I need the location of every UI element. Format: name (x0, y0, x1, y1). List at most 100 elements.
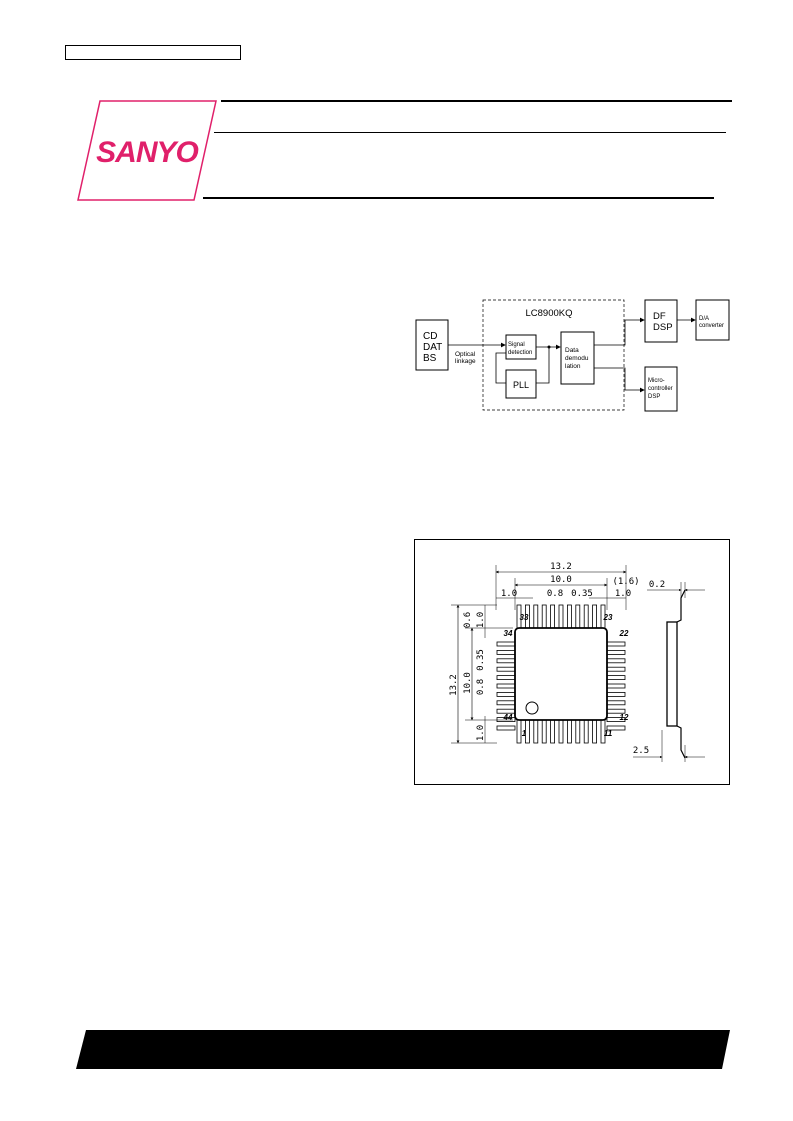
dim-end-left: 1.0 (501, 589, 517, 599)
pin-lead-top (558, 604, 564, 629)
dim-height: 2.5 (633, 746, 649, 756)
dim-body-h: 10.0 (550, 575, 572, 585)
pin-lead-bottom (550, 719, 556, 744)
pin-number-12: 12 (620, 713, 629, 722)
pin-lead-left (496, 717, 516, 723)
pin-lead-left (496, 691, 516, 697)
pin-lead-right (606, 658, 626, 664)
pin-lead-bottom (533, 719, 539, 744)
dim-pitch-h: 0.8 (547, 589, 563, 599)
logo-wordmark: SANYO (96, 136, 198, 169)
pin-lead-left (496, 675, 516, 681)
side-lead-top (676, 589, 686, 623)
pin-lead-right (606, 675, 626, 681)
pin-lead-top (533, 604, 539, 629)
footer-bar (76, 1030, 730, 1069)
dim-stub-v: 0.6 (463, 612, 473, 628)
demod-to-micro-line (594, 367, 645, 393)
pin-lead-right (606, 650, 626, 655)
pin-lead-right (606, 700, 626, 706)
pin-lead-left (496, 641, 516, 647)
sanyo-logo: SANYO (77, 100, 217, 201)
package-pins (496, 604, 626, 744)
micro-label-2: controller (648, 386, 673, 392)
block-diagram: LC8900KQ CD DAT BS Optical linkage Signa… (415, 299, 730, 412)
dim-body-v: 10.0 (463, 672, 473, 694)
package-body (514, 627, 608, 721)
data-demod-label-1: Data (565, 347, 579, 354)
data-demod-label-2: demodu (565, 355, 589, 362)
pin-lead-top (592, 604, 598, 629)
df-dsp-label-2: DSP (653, 322, 673, 333)
pin-number-22: 22 (619, 629, 629, 638)
header-rule-middle (214, 132, 726, 133)
logo-parallelogram (77, 100, 217, 201)
da-converter-label-2: converter (699, 323, 724, 329)
da-converter-box (695, 299, 730, 341)
dim-overall-h: 13.2 (550, 562, 572, 572)
pll-feedback-line (495, 352, 506, 384)
dim-end-top-v: 1.0 (476, 612, 486, 628)
pin-number-23: 23 (603, 613, 613, 622)
side-lead-bottom (676, 725, 686, 759)
package-side-view: 0.2 2.5 (633, 580, 705, 762)
df-dsp-box (644, 299, 678, 343)
pll-box (505, 369, 537, 399)
source-line-cd: CD (423, 331, 437, 342)
source-line-dat: DAT (423, 342, 442, 353)
dim-overall-v: 13.2 (449, 674, 459, 696)
footer-bar-shape (76, 1030, 730, 1069)
demod-to-df-line (594, 317, 645, 346)
dim-pitch-v: 0.8 (476, 679, 486, 695)
dim-lead-ext: (1.6) (612, 577, 639, 587)
pin-lead-left (496, 725, 516, 731)
chip-boundary (482, 299, 625, 411)
pin-lead-top (575, 604, 581, 629)
micro-label-1: Micro- (648, 378, 665, 384)
pin-lead-bottom (583, 719, 589, 744)
chip-label: LC8900KQ (525, 308, 572, 319)
df-dsp-label-1: DF (653, 311, 666, 322)
pin-lead-right (606, 691, 626, 697)
optical-label-1: Optical (455, 351, 476, 358)
da-converter-label-1: D/A (699, 316, 709, 322)
header-reference-box (65, 45, 241, 60)
pin-number-34: 34 (504, 629, 513, 638)
pin-lead-bottom (575, 719, 581, 744)
pin-number-11: 11 (604, 729, 613, 738)
pin-lead-right (606, 725, 626, 731)
header-rule-top (221, 100, 732, 102)
data-demod-box (560, 331, 595, 385)
package-outline-drawing: 13.2 10.0 (1.6) 1.0 1.0 0.8 0.35 33 23 3… (449, 562, 705, 762)
pin-lead-bottom (566, 719, 572, 744)
package-drawing-frame (414, 539, 730, 785)
pin-lead-left (496, 658, 516, 664)
pin-lead-right (606, 666, 626, 672)
pin-number-44: 44 (503, 713, 513, 722)
pin-lead-left (496, 683, 516, 689)
pin-lead-bottom (516, 719, 522, 744)
micro-dsp-box (644, 366, 678, 412)
source-line-bs: BS (423, 353, 437, 364)
pin-lead-bottom (558, 719, 564, 744)
signal-detection-label-1: Signal (508, 342, 525, 348)
pin1-marker (525, 701, 539, 715)
side-body (666, 621, 678, 727)
pin-number-33: 33 (520, 613, 529, 622)
node-to-pll-line (536, 347, 550, 384)
pin-lead-bottom (592, 719, 598, 744)
pin-lead-right (606, 641, 626, 647)
pin-lead-right (606, 717, 626, 723)
header-rule-bottom (203, 197, 714, 199)
data-demod-label-3: lation (565, 363, 581, 370)
pin-lead-top (583, 604, 589, 629)
micro-label-3: DSP (648, 394, 660, 400)
dim-lead-width-v: 0.35 (476, 649, 486, 671)
pin-lead-right (606, 683, 626, 689)
pll-label: PLL (513, 380, 529, 390)
dim-thickness: 0.2 (649, 580, 665, 590)
dim-end-bottom-v: 1.0 (476, 725, 486, 741)
pin-lead-left (496, 700, 516, 706)
pin-number-1: 1 (522, 729, 527, 738)
pin-lead-bottom (541, 719, 547, 744)
